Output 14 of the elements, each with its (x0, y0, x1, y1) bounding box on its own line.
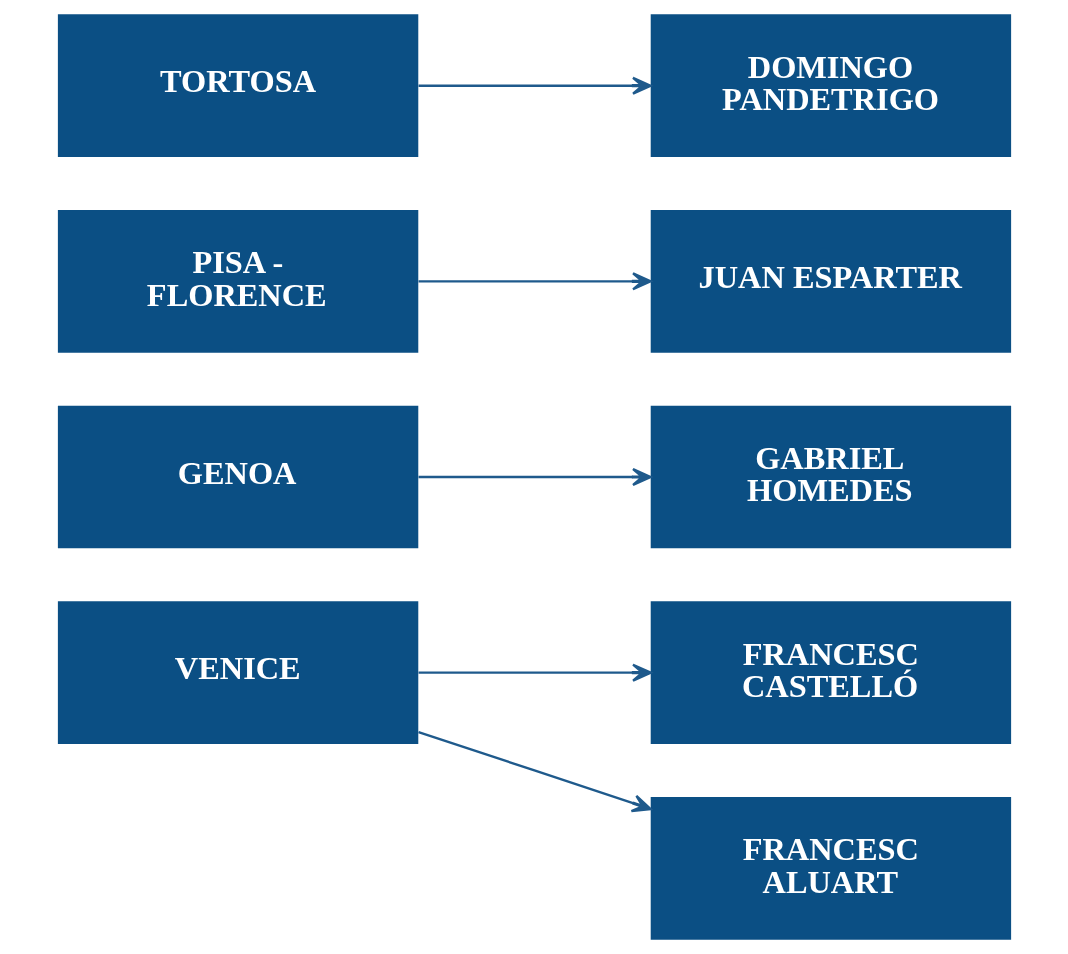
arrow (418, 467, 652, 487)
node-box: FRANCESC CASTELLÓ (650, 601, 1011, 744)
arrow (418, 76, 652, 95)
arrow (418, 663, 652, 682)
node-box: DOMINGO PANDETRIGO (650, 14, 1011, 158)
node-box: FRANCESC ALUART (650, 796, 1011, 940)
node-box: JUAN ESPARTER (650, 210, 1011, 353)
node-box: GABRIEL HOMEDES (650, 405, 1011, 549)
arrow (418, 272, 652, 291)
node-box: PISA - FLORENCE (57, 210, 418, 353)
node-box: TORTOSA (57, 14, 418, 158)
node-box: VENICE (57, 601, 418, 744)
arrow (417, 730, 652, 813)
node-box: GENOA (57, 405, 418, 549)
